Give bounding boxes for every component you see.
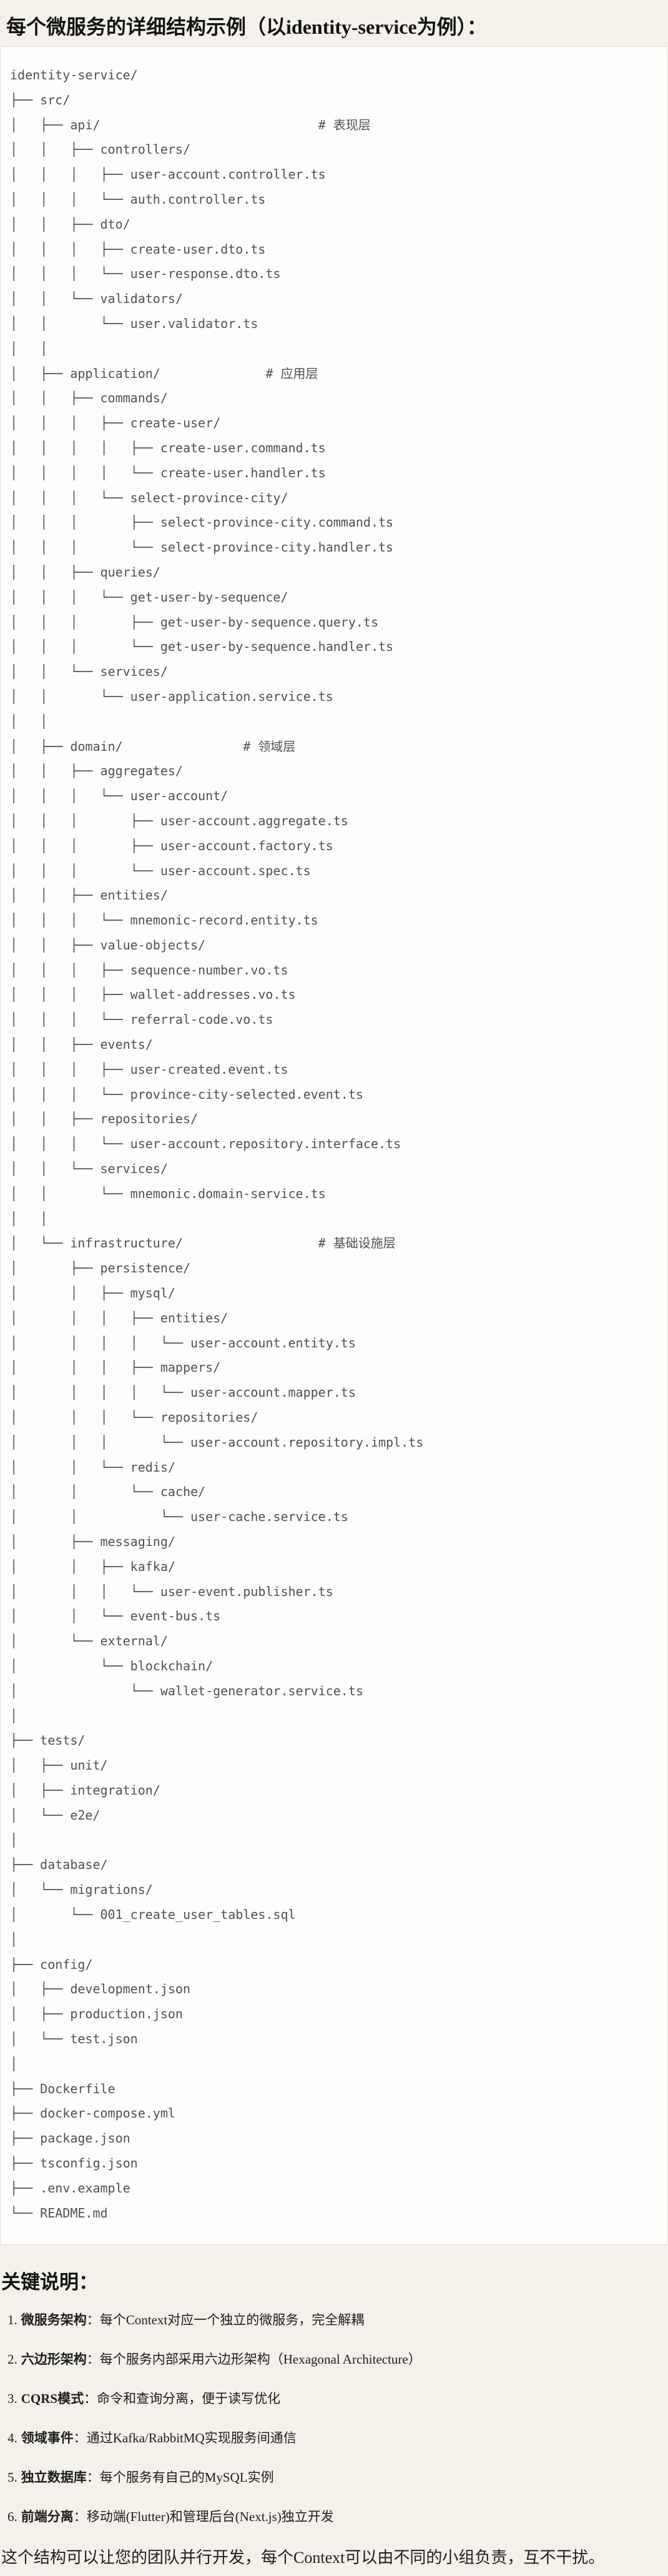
notes-list: 1.微服务架构：每个Context对应一个独立的微服务，完全解耦 2. 六边形架构… [0,2311,668,2525]
note-number: 5. [7,2470,17,2485]
note-item-microservices: 1.微服务架构：每个Context对应一个独立的微服务，完全解耦 [7,2311,668,2329]
page-title: 每个微服务的详细结构示例（以identity-service为例）： [6,16,487,38]
note-item-hexagonal: 2. 六边形架构：每个服务内部采用六边形架构（Hexagonal Architec… [7,2351,668,2368]
closing-paragraph: 这个结构可以让您的团队并行开发，每个Context可以由不同的小组负责，互不干扰… [1,2549,605,2567]
note-item-independent-db: 5. 独立数据库：每个服务有自己的MySQL实例 [7,2469,668,2486]
note-label: 微服务架构 [21,2312,87,2328]
note-label: 独立数据库 [21,2470,87,2485]
note-number: 2. [7,2352,17,2367]
note-number: 1. [7,2312,17,2328]
note-number: 4. [7,2430,17,2446]
note-label: 前端分离 [21,2509,74,2525]
note-label: 六边形架构 [21,2352,87,2367]
code-block: identity-service/ ├── src/ │ ├── api/ # … [0,46,668,2246]
note-text: ：每个服务内部采用六边形架构（Hexagonal Architecture） [86,2352,421,2367]
note-item-cqrs: 3.CQRS模式：命令和查询分离，便于读写优化 [7,2390,668,2407]
note-text: ：通过Kafka/RabbitMQ实现服务间通信 [73,2430,297,2446]
note-item-frontend-separation: 6.前端分离：移动端(Flutter)和管理后台(Next.js)独立开发 [7,2508,668,2525]
directory-tree: identity-service/ ├── src/ │ ├── api/ # … [10,67,424,2221]
note-text: ：每个服务有自己的MySQL实例 [86,2470,274,2485]
notes-heading: 关键说明： [1,2271,98,2294]
note-label: 领域事件 [21,2430,74,2446]
note-number: 6. [7,2509,17,2525]
note-number: 3. [7,2391,17,2407]
note-text: ：命令和查询分离，便于读写优化 [84,2391,281,2407]
note-label: CQRS模式 [21,2391,84,2407]
note-text: ：移动端(Flutter)和管理后台(Next.js)独立开发 [73,2509,334,2525]
note-item-domain-events: 4.领域事件：通过Kafka/RabbitMQ实现服务间通信 [7,2429,668,2447]
note-text: ：每个Context对应一个独立的微服务，完全解耦 [86,2312,365,2328]
